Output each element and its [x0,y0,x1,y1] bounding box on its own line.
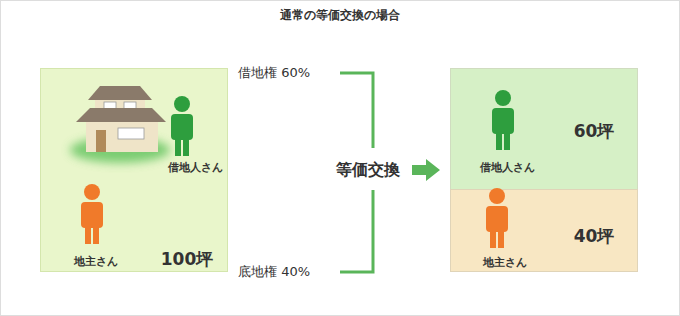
landowner-figure [486,188,508,248]
area-label: 40坪 [574,226,615,246]
land-panel: 借地人さん地主さん 100坪 [40,68,228,272]
tenant-figure [492,90,514,150]
tenant-plot: 60坪借地人さん [450,68,638,190]
person-label: 地主さん [483,256,527,269]
house-icon [70,86,170,163]
leasehold-ratio: 借地権 60% [238,65,310,81]
ownership-ratio: 底地権 40% [238,264,310,280]
tenant-figure [171,96,193,156]
person-label: 借地人さん [480,161,535,174]
landowner-figure [81,184,103,244]
diagram-title: 通常の等価交換の場合 [280,8,400,22]
exchange-arrow [412,159,440,181]
area-label: 60坪 [574,121,615,141]
area-label: 100坪 [161,249,214,269]
merge-bracket [340,73,373,272]
person-label: 地主さん [74,255,118,268]
person-label: 借地人さん [168,161,223,174]
exchange-label: 等価交換 [336,160,400,179]
landowner-plot: 40坪地主さん [450,189,638,272]
